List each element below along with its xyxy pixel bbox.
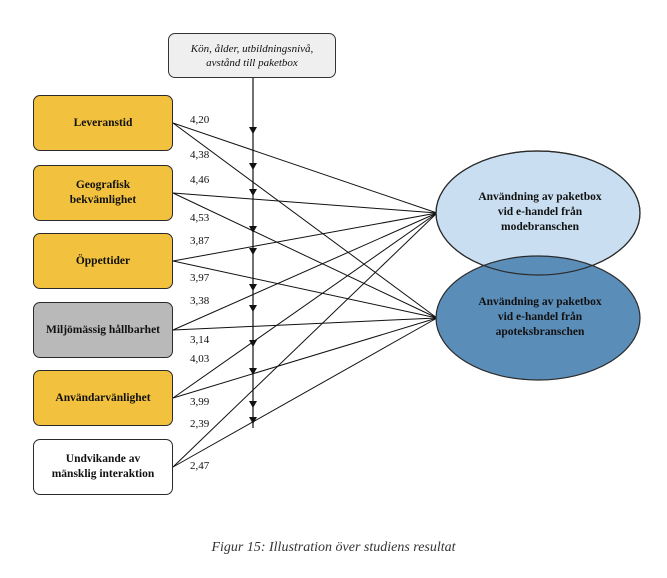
coef-label: 4,20 xyxy=(190,114,210,126)
factor-box-geografisk-bekvamlighet: Geografisk bekvämlighet xyxy=(33,165,173,221)
figure-caption: Figur 15: Illustration över studiens res… xyxy=(211,540,456,555)
moderator-arrowhead xyxy=(249,284,257,291)
path-line xyxy=(172,212,438,399)
coef-label: 2,47 xyxy=(190,460,210,472)
path-line xyxy=(172,260,438,319)
moderator-arrowhead xyxy=(249,305,257,312)
path-line xyxy=(172,192,438,319)
moderator-arrowhead xyxy=(249,340,257,347)
outcome-label-modebranschen: Användning av paketbox vid e-handel från… xyxy=(478,191,602,233)
factor-box-undvikande-av-mansklig-interaktion: Undvikande av mänsklig interaktion xyxy=(33,439,173,495)
path-line xyxy=(172,317,438,331)
coef-label: 3,97 xyxy=(190,272,210,284)
factor-label: Geografisk bekvämlighet xyxy=(69,179,137,206)
factor-label: Undvikande av mänsklig interaktion xyxy=(51,453,155,480)
moderator-arrowhead xyxy=(249,417,257,424)
moderator-arrowhead xyxy=(249,163,257,170)
factor-label: Miljömässig hållbarhet xyxy=(45,323,161,336)
moderator-box: Kön, ålder, utbildningsnivå, avstånd til… xyxy=(168,33,336,78)
coef-label: 2,39 xyxy=(190,418,210,430)
path-line xyxy=(172,122,438,214)
moderator-arrowhead xyxy=(249,189,257,196)
factor-box-leveranstid: Leveranstid xyxy=(33,95,173,151)
moderator-arrowhead xyxy=(249,401,257,408)
path-line xyxy=(172,317,438,468)
coef-label: 4,03 xyxy=(190,353,210,365)
factor-label: Öppettider xyxy=(75,254,131,267)
coef-label: 3,14 xyxy=(190,334,210,346)
moderator-arrowhead xyxy=(249,368,257,375)
coef-label: 4,53 xyxy=(190,212,210,224)
coef-label: 4,46 xyxy=(190,174,210,186)
coef-label: 3,99 xyxy=(190,396,210,408)
moderator-arrowhead xyxy=(249,226,257,233)
outcome-label-apoteksbranschen: Användning av paketbox vid e-handel från… xyxy=(478,296,602,338)
factor-box-oppettider: Öppettider xyxy=(33,233,173,289)
coef-label: 4,38 xyxy=(190,149,210,161)
path-line xyxy=(172,212,438,468)
factor-box-miljomassig-hallbarhet: Miljömässig hållbarhet xyxy=(33,302,173,358)
moderator-arrowhead xyxy=(249,127,257,134)
factor-box-anvandarvanlighet: Användarvänlighet xyxy=(33,370,173,426)
coef-label: 3,38 xyxy=(190,295,210,307)
moderator-arrowhead xyxy=(249,248,257,255)
factor-label: Användarvänlighet xyxy=(55,391,151,404)
factor-label: Leveranstid xyxy=(73,116,133,129)
outcome-ellipse-apoteksbranschen xyxy=(435,255,641,381)
path-line xyxy=(172,122,438,319)
path-line xyxy=(172,212,438,331)
path-line xyxy=(172,317,438,399)
moderator-text: Kön, ålder, utbildningsnivå, avstånd til… xyxy=(190,42,314,69)
coef-label: 3,87 xyxy=(190,235,210,247)
outcome-ellipse-outline xyxy=(435,150,641,276)
path-line xyxy=(172,192,438,214)
path-line xyxy=(172,212,438,262)
